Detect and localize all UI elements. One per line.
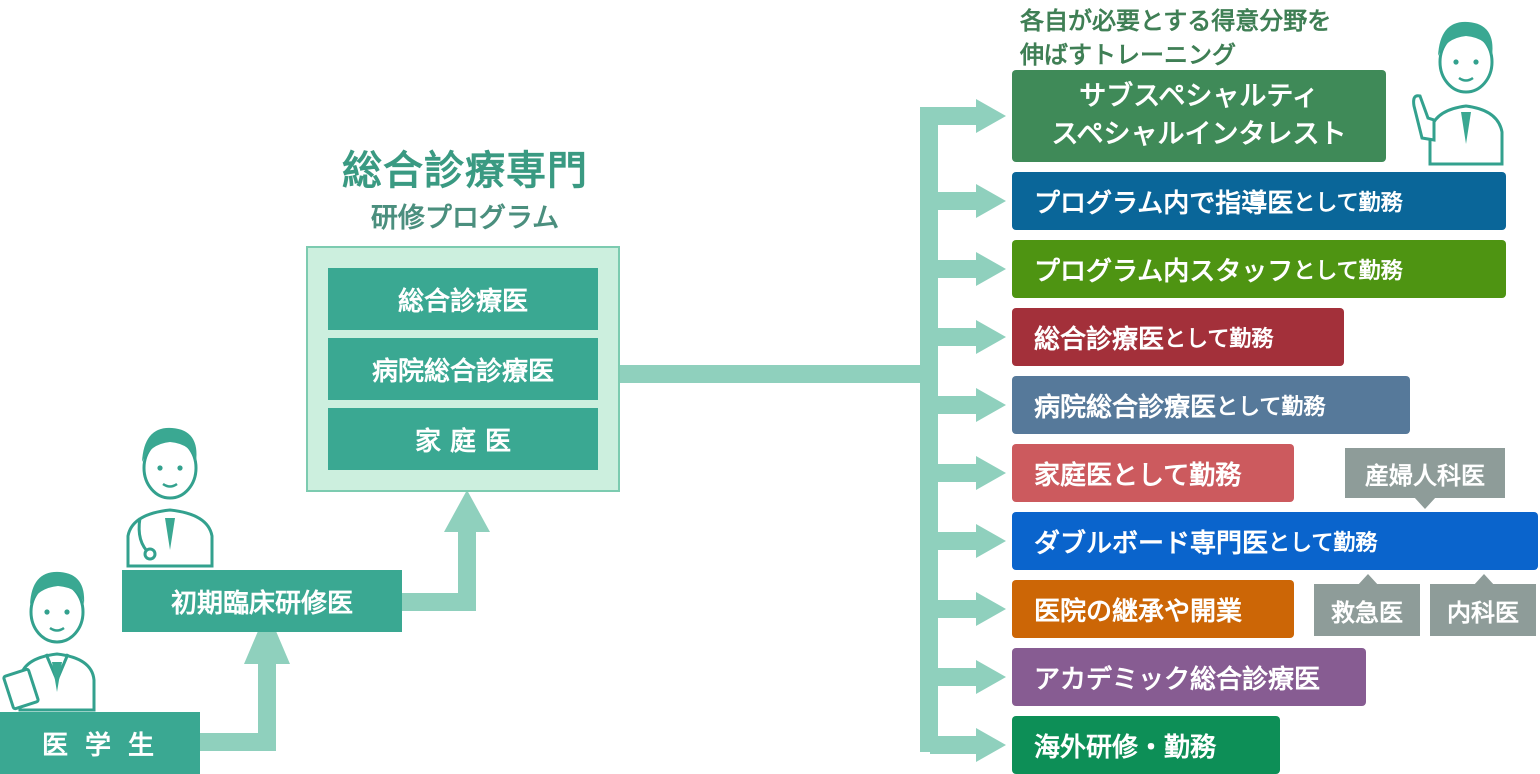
outcome-subspecialty-line2: スペシャルインタレスト xyxy=(1051,119,1347,150)
outcome-clinic-main: 医院の継承や開業 xyxy=(1034,596,1243,627)
resident-label: 初期臨床研修医 xyxy=(170,588,353,619)
outcome-staff-main: プログラム内スタッフ xyxy=(1034,256,1294,287)
program-item-hospital: 病院総合診療医 xyxy=(328,338,598,400)
outcome-hospital-gp-suffix: として勤務 xyxy=(1216,395,1326,420)
branch-arrow-head-overseas xyxy=(976,728,1006,762)
branch-arrow-shaft-academic xyxy=(930,668,980,686)
branch-arrow-shaft-hospital-gp xyxy=(930,396,980,414)
medical-student-icon xyxy=(2,571,96,712)
training-caption: 各自が必要とする得意分野を 伸ばすトレーニング xyxy=(1020,4,1331,72)
branch-arrow-head-supervisor xyxy=(976,184,1006,218)
branch-arrow-shaft-double-board xyxy=(930,532,980,550)
outcome-gp: 総合診療医 として勤務 xyxy=(1012,308,1344,366)
outcome-academic-main: アカデミック総合診療医 xyxy=(1034,664,1321,695)
outcome-overseas: 海外研修・勤務 xyxy=(1012,716,1280,774)
outcome-gp-suffix: として勤務 xyxy=(1164,327,1274,352)
tag-obgyn: 産婦人科医 xyxy=(1345,448,1505,498)
outcome-supervisor-suffix: として勤務 xyxy=(1293,191,1403,216)
program-subtitle: 研修プログラム xyxy=(370,203,560,234)
outcome-double-board: ダブルボード専門医 として勤務 xyxy=(1012,512,1538,570)
outcome-hospital-gp: 病院総合診療医 として勤務 xyxy=(1012,376,1410,434)
training-caption-line1: 各自が必要とする得意分野を xyxy=(1020,7,1332,35)
outcome-staff: プログラム内スタッフ として勤務 xyxy=(1012,240,1506,298)
outcome-supervisor-main: プログラム内で指導医 xyxy=(1034,188,1294,219)
branch-arrow-head-family xyxy=(976,456,1006,490)
branch-arrow-shaft-supervisor xyxy=(930,192,980,210)
branch-arrow-head-academic xyxy=(976,660,1006,694)
branch-arrow-head-staff xyxy=(976,252,1006,286)
tag-obgyn-pointer xyxy=(1414,497,1436,509)
outcome-subspecialty-line1: サブスペシャルティ xyxy=(1079,81,1319,112)
branch-arrow-shaft-gp xyxy=(930,328,980,346)
branch-arrow-head-clinic xyxy=(976,592,1006,626)
tag-internal-pointer xyxy=(1473,574,1495,586)
pointing-doctor-icon xyxy=(1412,21,1504,166)
program-item-family: 家 庭 医 xyxy=(328,408,598,470)
outcome-gp-main: 総合診療医 xyxy=(1034,324,1165,355)
tag-emergency: 救急医 xyxy=(1314,584,1420,636)
outcome-family-suffix: として勤務 xyxy=(1112,460,1242,491)
outcome-staff-suffix: として勤務 xyxy=(1293,259,1403,284)
training-caption-line2: 伸ばすトレーニング xyxy=(1020,41,1236,69)
branch-arrow-head-double-board xyxy=(976,524,1006,558)
branch-arrow-shaft-overseas xyxy=(930,736,980,754)
program-title: 総合診療専門 xyxy=(342,148,588,194)
program-item-general: 総合診療医 xyxy=(328,268,598,330)
outcome-subspecialty: サブスペシャルティ スペシャルインタレスト xyxy=(1012,70,1386,162)
outcome-family-main: 家庭医 xyxy=(1034,460,1113,491)
branch-arrow-shaft-family xyxy=(930,464,980,482)
branch-arrow-shaft-staff xyxy=(930,260,980,278)
outcome-supervisor: プログラム内で指導医 として勤務 xyxy=(1012,172,1506,230)
outcome-double-board-suffix: として勤務 xyxy=(1268,531,1378,556)
resident-doctor-icon xyxy=(126,427,214,568)
outcome-clinic: 医院の継承や開業 xyxy=(1012,580,1294,638)
resident-box: 初期臨床研修医 xyxy=(122,570,402,632)
student-label: 医 学 生 xyxy=(41,730,159,761)
branch-arrow-head-hospital-gp xyxy=(976,388,1006,422)
branch-arrow-head-gp xyxy=(976,320,1006,354)
outcome-overseas-main: 海外研修・勤務 xyxy=(1034,732,1217,763)
outcome-hospital-gp-main: 病院総合診療医 xyxy=(1034,392,1217,423)
tag-emergency-pointer xyxy=(1357,574,1379,586)
branch-arrow-shaft-clinic xyxy=(930,600,980,618)
tag-internal-medicine: 内科医 xyxy=(1430,584,1536,636)
branch-arrow-head-subspecialty xyxy=(976,99,1006,133)
outcome-family: 家庭医 として勤務 xyxy=(1012,444,1294,502)
outcome-academic: アカデミック総合診療医 xyxy=(1012,648,1366,706)
outcome-double-board-main: ダブルボード専門医 xyxy=(1034,528,1269,559)
branch-arrow-shaft-subspecialty xyxy=(930,107,980,125)
student-box: 医 学 生 xyxy=(0,712,200,774)
